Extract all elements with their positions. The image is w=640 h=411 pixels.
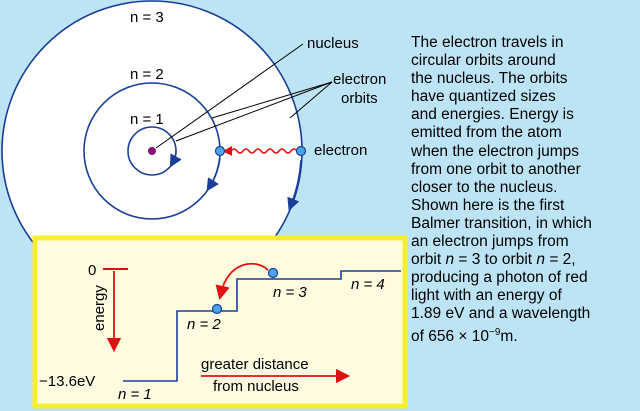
electron-dot-n2 <box>214 145 226 157</box>
desc-fragment: = 3 to orbit <box>454 251 537 269</box>
electron-dot-level-n2 <box>211 303 223 315</box>
nucleus-pointer <box>155 43 304 149</box>
electron-callout: electron <box>314 142 367 159</box>
photon-arrowhead <box>223 146 232 156</box>
callout-lines <box>155 43 333 149</box>
electron-dot-level-n3 <box>267 267 279 279</box>
orbit-n2-label: n = 2 <box>130 66 164 83</box>
desc-line: Shown here is the first <box>411 196 565 214</box>
orbit-n1-direction-arrow <box>169 150 182 168</box>
orbit-n3-direction-arrow <box>287 159 302 211</box>
desc-line: emitted from the atom <box>411 124 562 142</box>
desc-exponent: −9 <box>489 326 501 338</box>
desc-fragment: m. <box>500 327 518 345</box>
desc-line: an electron jumps from <box>411 233 569 251</box>
atom: n = 3 n = 2 n = 1 <box>1 0 307 302</box>
desc-line: and energies. Energy is <box>411 106 574 124</box>
desc-line: have quantized sizes <box>411 88 556 106</box>
zero-energy-label: 0 <box>88 262 96 279</box>
desc-fragment: of 656 × 10 <box>411 327 489 345</box>
desc-fragment: orbit <box>411 251 446 269</box>
orbit-n3-label: n = 3 <box>130 9 164 26</box>
desc-line: light with an energy of <box>411 287 562 305</box>
photon-wave <box>224 148 298 154</box>
level-n4-label: n = 4 <box>351 276 385 293</box>
level-n2-label: n = 2 <box>187 316 221 333</box>
desc-line: from one orbit to another <box>411 160 581 178</box>
desc-line: The electron travels in <box>411 34 564 51</box>
desc-italic-n: n <box>445 251 455 269</box>
desc-italic-n: n <box>536 251 546 269</box>
orbit-pointer-1 <box>175 81 333 142</box>
electron-dot-n3 <box>295 145 307 157</box>
orbit-n2-direction-arrow <box>206 157 221 192</box>
orbit-pointer-3 <box>289 81 333 119</box>
desc-line: the nucleus. The orbits <box>411 70 568 88</box>
desc-line: of 656 × 10−9m. <box>411 326 518 345</box>
transition-arrow <box>215 262 269 301</box>
desc-line: Balmer transition, in which <box>411 214 592 232</box>
desc-line: circular orbits around <box>411 52 556 70</box>
desc-line: orbit n = 3 to orbit n = 2, <box>411 251 576 268</box>
energy-staircase <box>123 270 401 382</box>
energy-level-panel: 0 −13.6eV energy n = 1 n = 2 n = 3 n = 4… <box>32 235 408 409</box>
orbit-pointer-2 <box>211 81 333 119</box>
level-n1-label: n = 1 <box>118 386 152 403</box>
electron-orbits-callout-line1: electron <box>333 71 386 88</box>
orbit-n1-label: n = 1 <box>130 111 164 128</box>
electron-orbits-callout-line2: orbits <box>341 90 378 107</box>
ground-energy-label: −13.6eV <box>39 373 95 390</box>
description-text: The electron travels in circular orbits … <box>411 34 639 346</box>
desc-line: when the electron jumps <box>411 142 580 160</box>
level-n3-label: n = 3 <box>273 284 307 301</box>
desc-line: producing a photon of red <box>411 269 588 287</box>
nucleus-dot <box>148 147 156 155</box>
distance-label-line1: greater distance <box>201 356 309 373</box>
desc-fragment: = 2, <box>545 251 576 269</box>
energy-axis-label: energy <box>91 285 108 331</box>
desc-line: closer to the nucleus. <box>411 178 558 196</box>
distance-label-line2: from nucleus <box>213 378 299 395</box>
nucleus-callout: nucleus <box>307 35 359 52</box>
desc-line: 1.89 eV and a wavelength <box>411 305 591 323</box>
